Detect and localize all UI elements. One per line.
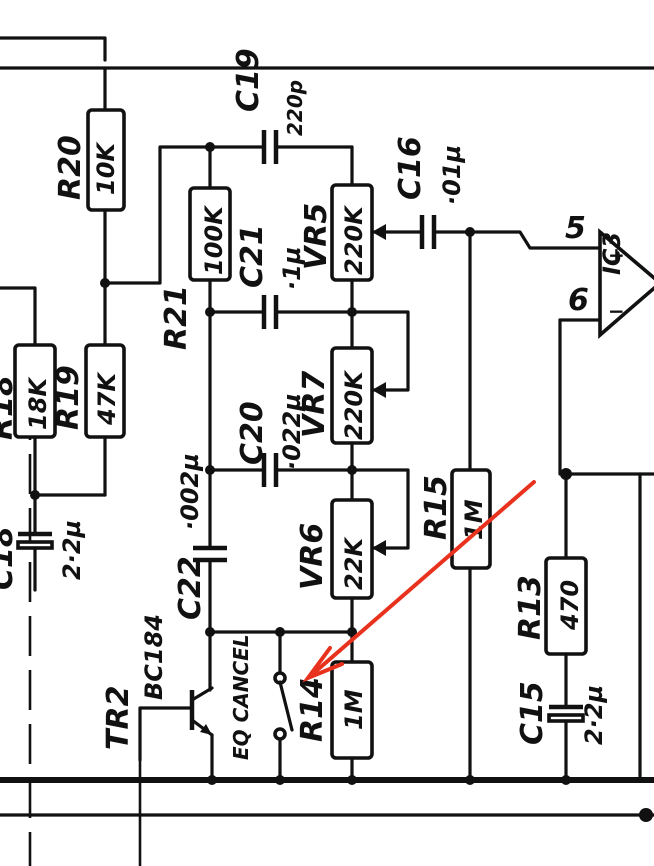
frame-lines [0,36,654,866]
annotation-arrow [302,480,536,683]
top-rail-network: C19 220p [205,48,354,187]
vr5-potentiometer: VR5 220K [299,183,422,314]
c15-value: 2·2µ [580,685,608,745]
c16-label: C16 [393,136,428,200]
eq-cancel-label: EQ CANCEL [229,634,253,760]
vr6-potentiometer: VR6 22K [295,468,410,634]
c18-label: C18 [0,526,20,590]
r-100k-value: 100K [200,204,228,275]
c16-value: ·01µ [438,145,466,205]
r18-resistor: R18 18K [0,286,107,500]
r14-resistor: R14 1M [295,630,374,785]
r14-label: R14 [295,677,330,742]
pin6-label: 6 [568,283,589,318]
r15-resistor: R15 1M [419,230,492,785]
vr6-label: VR6 [295,523,330,590]
tr2-type: BC184 [140,614,168,700]
r13-label: R13 [513,575,548,640]
vr6-value: 22K [340,536,368,590]
c20-label: C20 [235,401,270,465]
r20-resistor: R20 10K [53,66,126,347]
c21-label: C21 [235,224,270,288]
vr7-value: 220K [340,369,368,440]
r13-resistor: R13 470 [513,318,654,707]
c15-capacitor: C15 2·2µ [515,681,608,785]
c19-value: 220p [283,80,307,136]
vr5-value: 220K [340,204,368,275]
eq-cancel-switch: EQ CANCEL [229,630,294,785]
r13-value: 470 [556,580,584,631]
c19-label: C19 [231,48,266,112]
ic-minus: − [608,299,625,323]
ic-input-wiring: 5 6 [465,211,602,322]
c18-value: 2·2µ [58,520,86,580]
r-100k-resistor: 100K [188,145,232,314]
c18-capacitor: C18 2·2µ [0,493,86,592]
r20-value: 10K [92,141,120,195]
vr7-potentiometer: VR7 220K [297,307,410,472]
c22-value: ·002µ [176,453,204,530]
tr2-label: TR2 [101,686,136,750]
tr2-transistor: TR2 BC184 [101,614,217,785]
r19-label: R19 [51,365,86,430]
c15-label: C15 [515,681,550,745]
r20-label: R20 [53,135,88,200]
ic-name: IC3 [598,232,626,275]
r21-link: R21 [100,145,212,350]
right-edge-wiring [638,472,653,822]
r18-label: R18 [0,375,20,440]
r14-value: 1M [340,689,368,730]
c20-capacitor: C20 ·022µ [205,310,357,487]
c22-label: C22 [173,556,208,620]
ic-plus: + [608,243,625,267]
ic3-opamp: IC3 + − [598,228,654,339]
c16-capacitor: C16 ·01µ [393,136,472,249]
vr5-label: VR5 [299,203,334,270]
r18-value: 18K [24,376,52,430]
r19-value: 47K [93,371,121,426]
c21-value: ·1µ [278,247,306,290]
c21-capacitor: C21 ·1µ [205,224,354,329]
pin5-label: 5 [565,211,586,246]
r15-label: R15 [419,475,454,540]
c20-value: ·022µ [278,393,306,470]
vr7-label: VR7 [297,371,332,438]
r21-label: R21 [159,285,194,350]
r19-resistor: R19 47K [51,343,126,497]
